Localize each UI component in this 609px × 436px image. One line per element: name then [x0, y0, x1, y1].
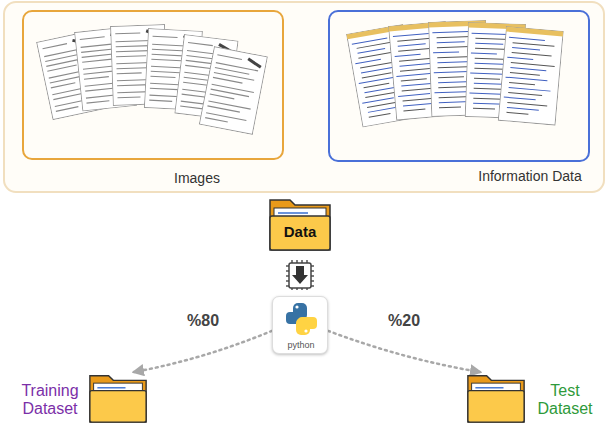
data-folder: Data — [268, 196, 332, 252]
folder-icon — [88, 372, 148, 424]
data-panel: Information Data — [328, 10, 590, 162]
node-label: Test Dataset — [530, 382, 600, 419]
node-label: Data — [268, 223, 332, 240]
dotted-arrow — [328, 331, 480, 372]
python-logo — [273, 299, 329, 341]
training-folder: Training Dataset — [88, 372, 148, 424]
python-icon: python — [272, 296, 328, 354]
node-label: python — [273, 340, 329, 350]
dotted-arrow — [134, 331, 272, 372]
folder-icon — [466, 372, 526, 424]
test-folder: Test Dataset — [466, 372, 526, 424]
node-label: Training Dataset — [14, 382, 86, 419]
image-panel: Images — [22, 10, 284, 160]
node-label: Information Data — [468, 168, 592, 184]
split-percent: %80 — [184, 312, 222, 330]
chip-icon — [286, 260, 314, 290]
split-percent: %20 — [385, 312, 423, 330]
node-label: Images — [142, 170, 252, 186]
